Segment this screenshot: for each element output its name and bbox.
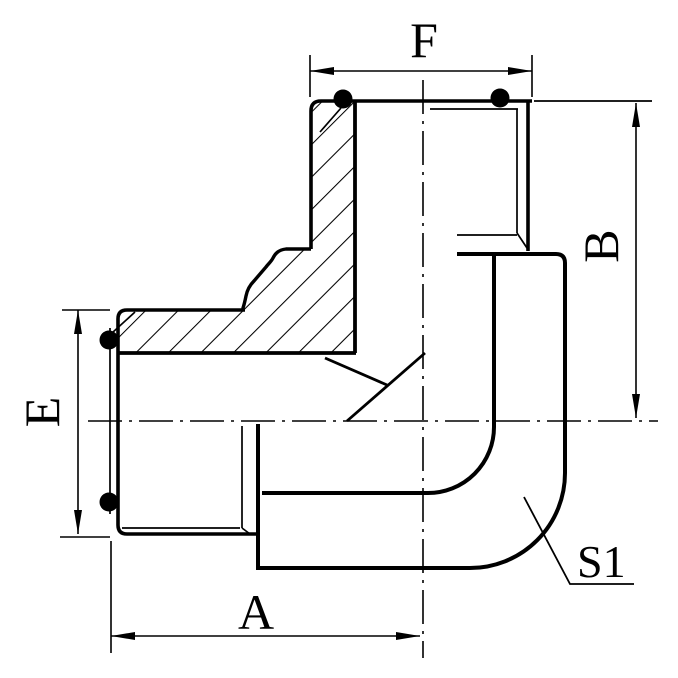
o-ring-dot (99, 492, 119, 512)
extension-lines (309, 55, 533, 97)
section-hatching (118, 101, 355, 353)
leader-line (523, 496, 634, 585)
bore-chamfer-line (324, 356, 388, 387)
o-ring-dot (99, 330, 119, 350)
body-outline (256, 252, 567, 570)
arrowhead (396, 632, 420, 640)
outer-contour (256, 252, 567, 570)
dim-label-A: A (238, 584, 274, 640)
dimension-F: F (309, 12, 533, 97)
inner-corner-contour (262, 254, 496, 495)
dimension-B: B (534, 100, 652, 418)
extension-lines (60, 309, 110, 538)
arrowhead (632, 103, 640, 127)
dim-label-S1: S1 (577, 536, 626, 587)
arrowhead (632, 394, 640, 418)
o-ring-seals (99, 88, 510, 512)
hex-step-profile (241, 247, 311, 310)
dim-label-F: F (410, 12, 438, 68)
left-port (109, 308, 356, 536)
dimension-A: A (110, 541, 420, 653)
arrowhead (508, 67, 532, 75)
arrowhead (74, 310, 82, 334)
centerlines (88, 80, 658, 658)
groove-chamfer (111, 311, 136, 334)
arrowhead (74, 510, 82, 534)
arrowhead (310, 67, 334, 75)
o-ring-dot (490, 88, 510, 108)
dim-label-E: E (14, 397, 70, 428)
arrowhead (111, 632, 135, 640)
groove-chamfer (319, 107, 342, 133)
callout-S1: S1 (523, 496, 634, 587)
dimension-E: E (14, 309, 110, 538)
bore-transition-line (346, 351, 426, 423)
top-port (309, 99, 532, 353)
o-ring-dot (333, 89, 353, 109)
dim-label-B: B (573, 229, 629, 262)
